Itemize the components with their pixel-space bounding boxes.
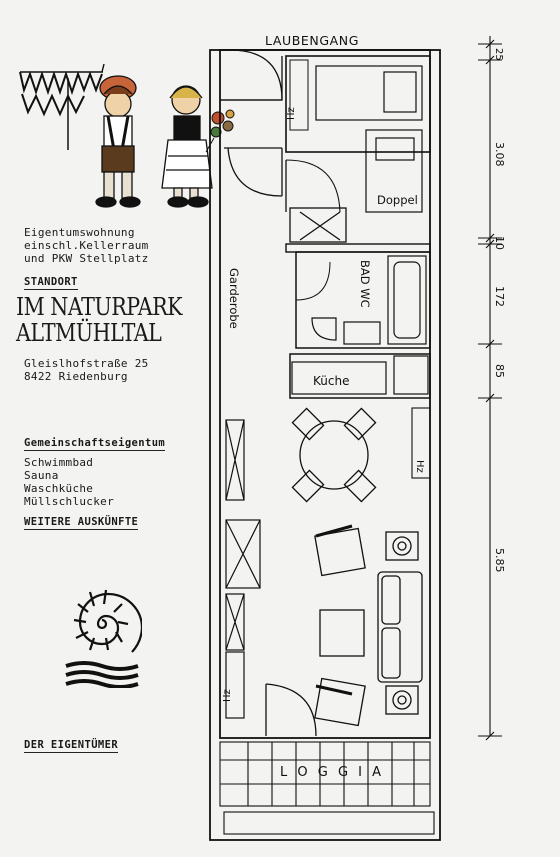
address-line: 8422 Riedenburg — [24, 370, 128, 383]
list-item: Schwimmbad — [24, 456, 94, 469]
wardrobe-icon — [289, 207, 347, 243]
double-room-label: Doppel — [377, 193, 418, 207]
title-line: ALTMÜHLTAL — [16, 319, 162, 347]
mascot-illustration — [19, 63, 235, 208]
common-property-heading: Gemeinschaftseigentum — [24, 437, 166, 451]
heater-label: Hz — [414, 460, 425, 473]
location-heading: STANDORT — [24, 276, 78, 290]
description-line: einschl.Kellerraum — [24, 239, 149, 252]
divider-wall — [285, 243, 431, 253]
armchair-icon — [314, 524, 366, 727]
bathroom-label: BAD WC — [358, 260, 372, 308]
bathtub-icon — [387, 255, 427, 345]
dimension-label: 10 — [493, 236, 506, 250]
list-item: Waschküche — [24, 482, 94, 495]
pennant-flag-icon — [19, 63, 105, 117]
dimension-label: 172 — [493, 286, 506, 307]
girl-figure-icon — [161, 85, 213, 208]
dining-table-icon — [291, 407, 377, 503]
cloakroom-label: Garderobe — [227, 268, 241, 329]
description: Eigentumswohnung einschl.Kellerraum und … — [24, 226, 149, 265]
owner-heading: DER EIGENTÜMER — [24, 739, 119, 753]
description-line: und PKW Stellplatz — [24, 252, 149, 265]
plant-icon — [385, 531, 419, 715]
left-wardrobes-icon — [225, 419, 261, 719]
info-heading: WEITERE AUSKÜNFTE — [24, 516, 139, 530]
coffee-table-icon — [319, 609, 365, 657]
loggia-label: L O G G I A — [280, 765, 384, 780]
balcony-door-icon — [265, 683, 317, 737]
dimension-label: 3.08 — [493, 142, 506, 167]
title-line: IM NATURPARK — [16, 293, 183, 321]
bathroom-door-icon — [295, 261, 331, 301]
loggia-grid — [219, 741, 435, 835]
entrance-door-icon — [220, 49, 283, 197]
address: Gleislhofstraße 25 8422 Riedenburg — [24, 357, 149, 383]
heater-living — [411, 407, 431, 479]
stove-icon — [393, 355, 429, 395]
corridor-label: LAUBENGANG — [265, 33, 359, 48]
kitchen-walls — [289, 353, 431, 399]
address-line: Gleislhofstraße 25 — [24, 357, 149, 370]
common-property-list: Schwimmbad Sauna Waschküche Müllschlucke… — [24, 456, 114, 508]
dimension-label: 85 — [493, 364, 506, 378]
toilet-icon — [311, 317, 381, 345]
dimension-label: 25 — [493, 48, 504, 61]
description-line: Eigentumswohnung — [24, 226, 135, 239]
bedroom-walls — [285, 55, 431, 153]
heater-label: Hz — [222, 689, 233, 702]
dimension-line — [478, 36, 502, 741]
sofa-icon — [377, 571, 423, 683]
kitchen-label: Küche — [313, 374, 349, 388]
list-item: Sauna — [24, 469, 59, 482]
kitchen-counter — [291, 361, 387, 395]
heater-label: Hz — [286, 107, 297, 120]
heater-bedroom — [289, 59, 309, 131]
dimension-label: 5.85 — [493, 548, 506, 573]
bed-icon — [315, 65, 423, 213]
list-item: Müllschlucker — [24, 495, 114, 508]
ammonite-logo-icon — [65, 589, 142, 688]
page-title: IM NATURPARK ALTMÜHLTAL — [16, 293, 183, 347]
boy-figure-icon — [95, 75, 141, 208]
